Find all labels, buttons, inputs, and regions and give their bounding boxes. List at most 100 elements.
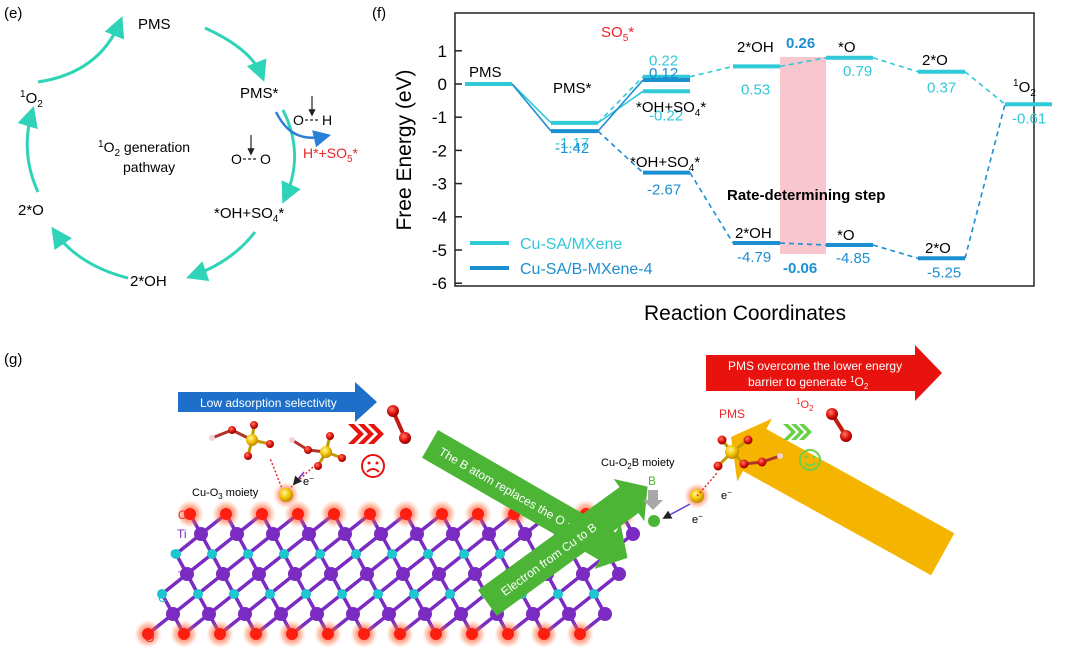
o-atom	[214, 628, 226, 640]
annot-o2-top: 1O2	[1013, 78, 1036, 99]
o-atom	[574, 628, 586, 640]
ti-atom	[230, 527, 244, 541]
c-atom	[445, 589, 455, 599]
green-chevrons	[783, 424, 812, 440]
ti-atom	[482, 527, 496, 541]
c-atom	[387, 549, 397, 559]
branch-connector	[597, 90, 644, 124]
pms-molecule-adsorbed	[713, 435, 783, 471]
annot-rds: Rate-determining step	[727, 187, 885, 204]
ti-atom	[526, 607, 540, 621]
ti-atom	[166, 607, 180, 621]
positive-cu-arrow	[731, 418, 955, 576]
c-atom	[315, 549, 325, 559]
o-atom	[364, 508, 376, 520]
energy-connector	[597, 76, 644, 124]
panel-f: (f) -6-5-4-3-2-101 Free Energy (eV) Reac…	[372, 5, 1052, 325]
label-oh-so4: *OH+SO4*	[214, 205, 284, 225]
low-selectivity-text: Low adsorption selectivity	[200, 396, 337, 410]
o-atom	[178, 628, 190, 640]
value-label: -4.85	[836, 250, 870, 267]
c-atom	[351, 549, 361, 559]
oh-bond-h: H	[322, 112, 332, 128]
atom-label-o-top: O	[178, 508, 187, 522]
value-label: 0.22	[649, 53, 678, 70]
o-atom	[256, 508, 268, 520]
cycle-arrow-oh-to-2oh	[186, 231, 257, 282]
ti-atom	[598, 607, 612, 621]
ti-atom	[338, 527, 352, 541]
b-atom	[648, 515, 660, 527]
y-tick-label: -2	[432, 141, 447, 160]
cycle-arrow-2oh-to-2o	[51, 226, 129, 280]
energy-connector	[779, 242, 827, 246]
red-chevrons	[348, 424, 384, 444]
c-atom	[495, 549, 505, 559]
ti-atom	[626, 527, 640, 541]
energy-connector	[964, 104, 1006, 259]
o-atom	[220, 508, 232, 520]
energy-connector	[689, 65, 734, 78]
annot-2o-bot: 2*O	[925, 240, 951, 257]
ti-atom	[274, 607, 288, 621]
ti-atom	[360, 567, 374, 581]
label-2oh: 2*OH	[130, 273, 167, 290]
ti-atom	[410, 527, 424, 541]
happy-face-icon	[799, 449, 821, 471]
energy-connector	[597, 130, 644, 174]
branch-value-label: 0.12	[649, 65, 678, 82]
barrier-bottom: -0.06	[783, 260, 817, 277]
oo-bond-o-left: O	[231, 151, 242, 167]
c-atom	[229, 589, 239, 599]
atom-label-ti-1: Ti	[177, 527, 187, 541]
ti-atom	[194, 527, 208, 541]
ti-atom	[446, 527, 460, 541]
value-label: -2.67	[647, 182, 681, 199]
o-atom	[466, 628, 478, 640]
ti-atom	[612, 567, 626, 581]
e-minus-b: e−	[692, 512, 703, 526]
ti-atom	[346, 607, 360, 621]
c-atom	[243, 549, 253, 559]
ti-atom	[396, 567, 410, 581]
legend: Cu-SA/MXene Cu-SA/B-MXene-4	[470, 236, 653, 278]
cu-atom-left	[279, 488, 293, 502]
o-atom	[502, 628, 514, 640]
label-pms-star: PMS*	[240, 85, 279, 102]
plot-frame	[454, 12, 1035, 287]
label-2o: 2*O	[18, 202, 44, 219]
panel-g-tag: (g)	[4, 351, 22, 368]
annot-2oh-bot: 2*OH	[735, 225, 772, 242]
c-atom	[265, 589, 275, 599]
pms-molecule-right	[289, 432, 346, 470]
ti-atom	[518, 527, 532, 541]
c-atom	[459, 549, 469, 559]
energy-connector	[511, 83, 552, 132]
annot-pms: PMS	[469, 64, 502, 81]
energy-connector	[872, 244, 919, 260]
c-atom	[337, 589, 347, 599]
label-singlet-o2: 1O2	[20, 89, 43, 110]
pms-molecule-left	[209, 421, 274, 460]
center-label-line1: 1O2 generation	[98, 139, 190, 159]
ti-atom	[252, 567, 266, 581]
c-atom	[423, 549, 433, 559]
value-label: -4.79	[737, 249, 771, 266]
cycle-arrow-pms-from-o2	[37, 16, 125, 84]
legend-label-cu-sa: Cu-SA/MXene	[520, 236, 622, 253]
e-minus-left: e−	[303, 474, 314, 488]
ti-atom	[238, 607, 252, 621]
oo-bond-o-right: O	[260, 151, 271, 167]
ti-atom	[454, 607, 468, 621]
panel-e-tag: (e)	[4, 5, 22, 22]
ti-atom	[468, 567, 482, 581]
o-atom	[394, 628, 406, 640]
ti-atom	[180, 567, 194, 581]
annot-pms-star: PMS*	[553, 80, 592, 97]
electron-arrow-cu-b	[662, 503, 691, 519]
o-atom	[436, 508, 448, 520]
ti-atom	[562, 607, 576, 621]
c-atom	[409, 589, 419, 599]
value-label: -1.42	[555, 140, 589, 157]
